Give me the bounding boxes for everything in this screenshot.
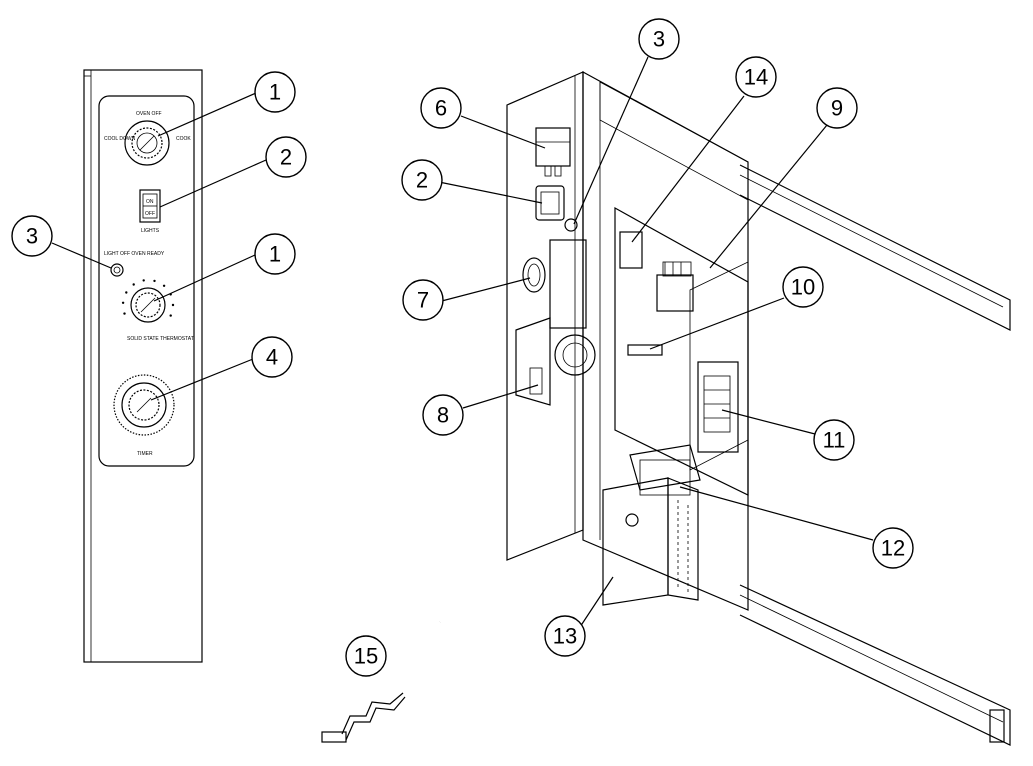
component-10 bbox=[627, 344, 663, 356]
callout-15: 15 bbox=[345, 635, 387, 677]
thermostat-tick bbox=[171, 303, 175, 307]
thermostat-tick bbox=[123, 312, 126, 315]
thermostat-tick bbox=[169, 314, 172, 317]
component-14 bbox=[619, 231, 643, 269]
indicator-light bbox=[110, 263, 124, 277]
cook-label: COOK bbox=[176, 136, 191, 142]
timer-knob bbox=[113, 374, 175, 436]
callout-9: 9 bbox=[816, 87, 858, 129]
switch-on-label: ON bbox=[146, 199, 154, 205]
svg-text:1: 1 bbox=[269, 242, 281, 267]
terminal-11 bbox=[697, 361, 739, 453]
svg-text:6: 6 bbox=[435, 96, 447, 121]
thermostat-tick bbox=[125, 291, 128, 294]
callout-7: 7 bbox=[402, 279, 444, 321]
indicator-3 bbox=[564, 218, 578, 232]
leader-lines bbox=[51, 56, 874, 628]
thermostat-tick bbox=[142, 279, 145, 282]
callout-3b: 3 bbox=[638, 18, 680, 60]
callout-12: 12 bbox=[872, 527, 914, 569]
transformer-9 bbox=[656, 261, 694, 312]
callout-13: 13 bbox=[544, 615, 586, 657]
contactor-13 bbox=[602, 477, 699, 606]
svg-text:2: 2 bbox=[416, 168, 428, 193]
svg-text:2: 2 bbox=[280, 145, 292, 170]
thermostat-tick bbox=[153, 279, 156, 283]
callout-2b: 2 bbox=[401, 159, 443, 201]
control-panel: OVEN OFF COOL DOWN COOK ON OFF LIGHTS LI… bbox=[83, 69, 203, 663]
svg-text:10: 10 bbox=[791, 275, 815, 300]
timer-label: TIMER bbox=[137, 451, 153, 457]
timer-8 bbox=[515, 317, 596, 406]
svg-text:8: 8 bbox=[437, 403, 449, 428]
svg-text:4: 4 bbox=[266, 345, 278, 370]
relay-6 bbox=[535, 127, 571, 177]
svg-text:14: 14 bbox=[744, 65, 768, 90]
callout-1a: 1 bbox=[254, 71, 296, 113]
circuit-board bbox=[614, 206, 749, 496]
svg-text:11: 11 bbox=[823, 428, 846, 453]
svg-text:1: 1 bbox=[269, 80, 281, 105]
callout-8: 8 bbox=[422, 394, 464, 436]
probe-15 bbox=[321, 621, 442, 743]
callout-2a: 2 bbox=[265, 136, 307, 178]
callout-4: 4 bbox=[251, 336, 293, 378]
callout-11: 11 bbox=[813, 419, 855, 461]
thermostat-tick bbox=[162, 284, 166, 287]
switch-off-label: OFF bbox=[145, 211, 155, 217]
callout-10: 10 bbox=[782, 266, 824, 308]
svg-text:3: 3 bbox=[26, 224, 38, 249]
control-box-assembly bbox=[506, 70, 1011, 746]
callout-1b: 1 bbox=[254, 233, 296, 275]
svg-text:15: 15 bbox=[354, 644, 378, 669]
thermostat-label: SOLID STATE THERMOSTAT bbox=[127, 336, 194, 342]
callout-3a: 3 bbox=[11, 215, 53, 257]
thermostat-tick bbox=[121, 301, 125, 304]
callouts: 1 2 3 1 4 3 6 14 bbox=[11, 18, 914, 677]
cool-down-label: COOL DOWN bbox=[104, 136, 136, 142]
sensor-7 bbox=[522, 239, 587, 329]
svg-text:12: 12 bbox=[881, 536, 905, 561]
callout-6: 6 bbox=[420, 87, 462, 129]
svg-text:7: 7 bbox=[417, 288, 429, 313]
lights-switch bbox=[139, 189, 161, 223]
lights-label: LIGHTS bbox=[141, 228, 160, 234]
svg-text:9: 9 bbox=[831, 96, 843, 121]
svg-text:3: 3 bbox=[653, 27, 665, 52]
svg-text:13: 13 bbox=[553, 624, 577, 649]
thermostat-knob bbox=[121, 279, 175, 323]
callout-14: 14 bbox=[735, 56, 777, 98]
thermostat-tick bbox=[132, 283, 135, 286]
light-off-label: LIGHT OFF OVEN READY bbox=[104, 251, 165, 257]
component-12 bbox=[629, 444, 701, 496]
oven-off-label: OVEN OFF bbox=[136, 111, 162, 117]
selector-knob bbox=[124, 120, 170, 166]
